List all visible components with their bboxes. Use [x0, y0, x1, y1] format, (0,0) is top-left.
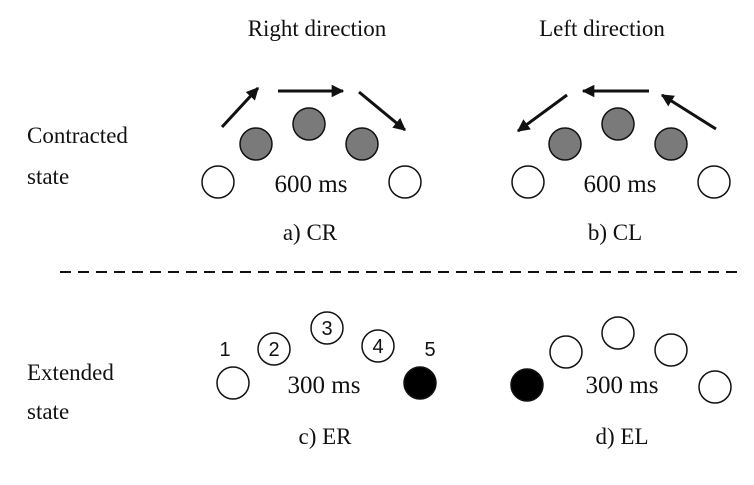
duration-label: 600 ms — [584, 171, 657, 198]
panel-cl: 600 ms b) CL — [511, 84, 731, 245]
step-number: 5 — [424, 339, 435, 361]
panel-cr: 600 ms a) CR — [201, 84, 422, 245]
panel-caption: d) EL — [595, 424, 648, 449]
gray-circle — [601, 107, 635, 141]
step-number: 2 — [268, 339, 279, 361]
white-circle — [549, 335, 583, 369]
duration-label: 600 ms — [275, 171, 348, 198]
arrow-down-right — [358, 90, 406, 132]
white-circle — [697, 165, 731, 199]
arrow-up-right — [220, 86, 260, 129]
header-left-direction: Left direction — [539, 16, 665, 41]
white-circle — [601, 316, 635, 350]
gray-circle — [345, 127, 379, 161]
white-circle — [511, 165, 545, 199]
white-circle — [654, 333, 688, 367]
gray-circle — [548, 127, 582, 161]
panel-el: 300 ms d) EL — [510, 316, 732, 449]
white-circle — [257, 332, 291, 366]
panel-er: 1 2 3 4 5 300 ms c) ER — [216, 311, 437, 449]
gray-circle — [292, 107, 326, 141]
row-label-contracted-line1: Contracted — [27, 123, 128, 148]
arrow-down-left — [516, 93, 568, 133]
gray-circle — [654, 127, 688, 161]
row-label-extended-line1: Extended — [27, 360, 114, 385]
row-label-extended-line2: state — [27, 399, 69, 424]
black-circle — [403, 366, 437, 400]
duration-label: 300 ms — [288, 372, 361, 399]
duration-label: 300 ms — [586, 372, 659, 399]
row-label-contracted-line2: state — [27, 164, 69, 189]
panel-caption: a) CR — [283, 220, 338, 245]
step-number: 4 — [372, 336, 383, 358]
header-right-direction: Right direction — [248, 16, 387, 41]
white-circle — [216, 366, 250, 400]
panel-caption: c) ER — [298, 424, 352, 449]
white-circle — [388, 165, 422, 199]
white-circle — [361, 329, 395, 363]
panel-caption: b) CL — [588, 220, 642, 245]
white-circle — [698, 370, 732, 404]
step-number: 1 — [219, 339, 230, 361]
step-number: 3 — [321, 318, 332, 340]
arrow-up-left — [660, 93, 717, 131]
white-circle — [201, 165, 235, 199]
white-circle — [310, 311, 344, 345]
black-circle — [510, 368, 544, 402]
gray-circle — [239, 127, 273, 161]
